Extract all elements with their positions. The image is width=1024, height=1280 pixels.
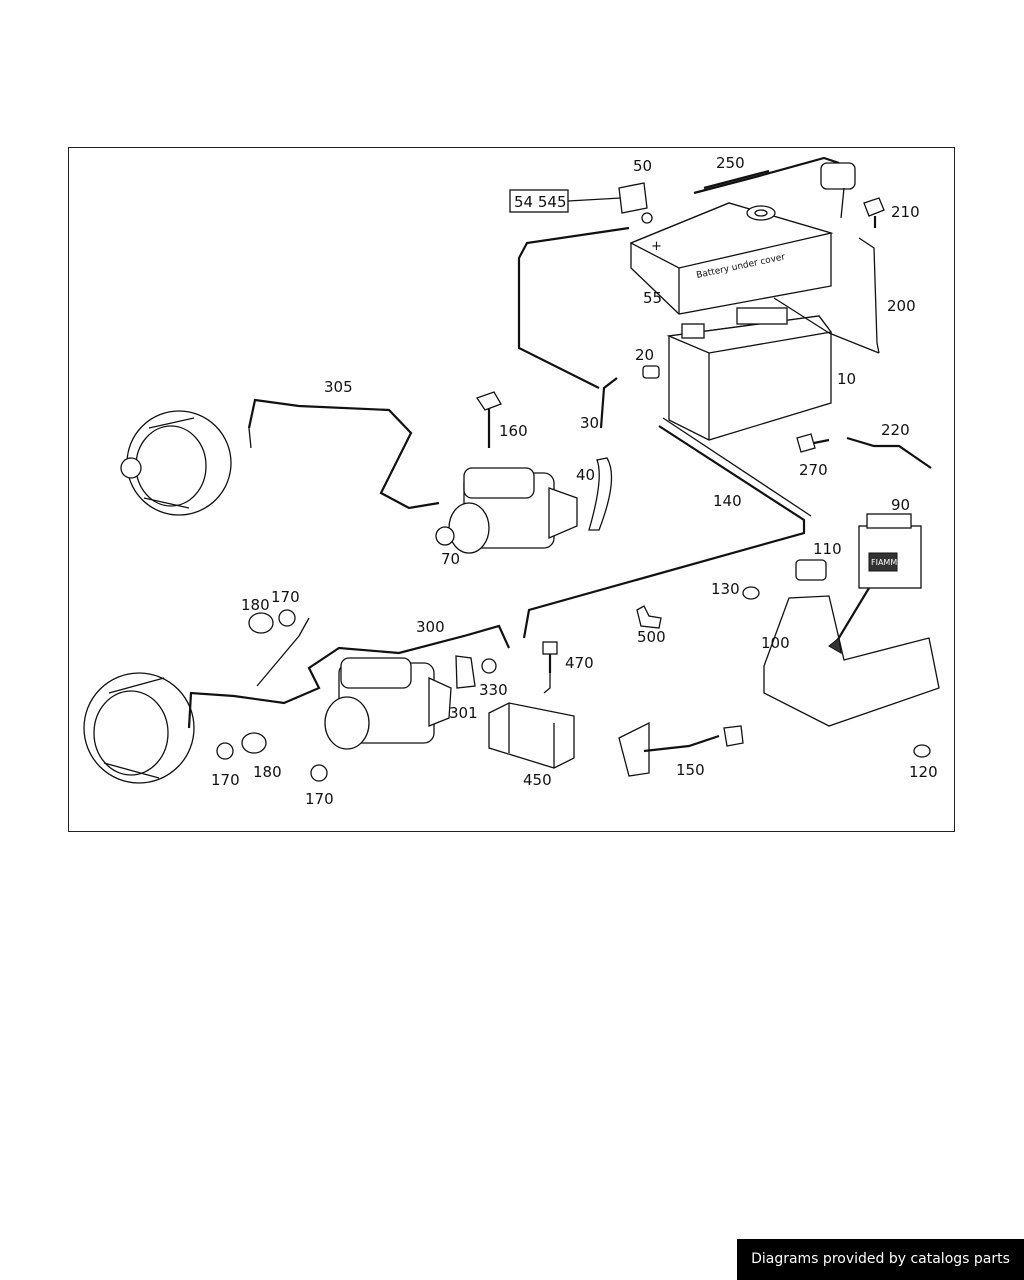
part-label: 55 xyxy=(643,289,662,307)
nut-170-bot xyxy=(216,742,234,760)
cable-140 xyxy=(522,425,806,639)
part-label: 180 xyxy=(241,596,270,614)
bracket-500 xyxy=(636,605,662,629)
part-label: 20 xyxy=(635,346,654,364)
part-label: 305 xyxy=(324,378,353,396)
part-label: 170 xyxy=(211,771,240,789)
part-label: 500 xyxy=(637,628,666,646)
part-label: 450 xyxy=(523,771,552,789)
aux-battery-brand: FIAMM xyxy=(871,558,897,567)
part-label: 200 xyxy=(887,297,916,315)
diagram-frame: Battery under cover + xyxy=(68,147,955,832)
part-label: 170 xyxy=(305,790,334,808)
nut-70 xyxy=(435,526,455,546)
part-label: 40 xyxy=(576,466,595,484)
main-battery xyxy=(666,297,880,441)
nut-120 xyxy=(913,744,931,758)
part-label: 70 xyxy=(441,550,460,568)
cable-300 xyxy=(187,624,511,729)
part-label: 220 xyxy=(881,421,910,439)
part-label: 50 xyxy=(633,157,652,175)
grommet-180-top xyxy=(248,612,274,634)
nut-170-low xyxy=(310,764,328,782)
ground-strap-220 xyxy=(846,436,932,469)
starter-lower xyxy=(324,657,452,750)
part-label: 330 xyxy=(479,681,508,699)
starter-upper xyxy=(448,467,578,554)
tray-450 xyxy=(488,702,575,769)
part-label: 100 xyxy=(761,634,790,652)
part-label: 10 xyxy=(837,370,856,388)
bracket-100 xyxy=(763,559,940,727)
cable-positive xyxy=(517,226,630,389)
part-label: 160 xyxy=(499,422,528,440)
part-label: 30 xyxy=(580,414,599,432)
alternator-lower xyxy=(83,672,195,784)
part-label: 90 xyxy=(891,496,910,514)
part-label: 170 xyxy=(271,588,300,606)
part-label: 270 xyxy=(799,461,828,479)
bracket-150 xyxy=(618,721,744,777)
cable-140-outline xyxy=(662,417,812,517)
stud-470 xyxy=(542,641,558,694)
part-label: 470 xyxy=(565,654,594,672)
terminal-cluster xyxy=(618,156,856,224)
parts-diagram: Battery under cover + xyxy=(83,154,940,808)
battery-cover: Battery under cover + xyxy=(629,202,834,315)
alternator-upper xyxy=(120,410,232,516)
part-label: 140 xyxy=(713,492,742,510)
part-label: 250 xyxy=(716,154,745,172)
cable-200 xyxy=(858,237,880,354)
part-label: 150 xyxy=(676,761,705,779)
aux-battery: FIAMM xyxy=(858,513,922,589)
vent-hose xyxy=(588,365,660,531)
bolt-210 xyxy=(863,197,885,228)
part-label: 120 xyxy=(909,763,938,781)
footer-banner: Diagrams provided by catalogs parts xyxy=(737,1239,1024,1280)
svg-text:+: + xyxy=(651,239,662,254)
footer-text: Diagrams provided by catalogs parts xyxy=(751,1251,1010,1267)
nut-130 xyxy=(742,586,760,600)
bolt-270 xyxy=(796,433,830,453)
nut-170-top xyxy=(278,609,296,627)
part-label: 300 xyxy=(416,618,445,636)
part-label: 130 xyxy=(711,580,740,598)
part-label: 210 xyxy=(891,203,920,221)
cable-305 xyxy=(247,398,440,510)
bolt-160 xyxy=(475,391,502,448)
grommet-180-bot xyxy=(241,732,267,754)
part-label: 180 xyxy=(253,763,282,781)
nut-330 xyxy=(481,658,497,674)
callout-box-label: 54 545 xyxy=(514,193,567,211)
part-label: 110 xyxy=(813,540,842,558)
part-label: 301 xyxy=(449,704,478,722)
clip-301 xyxy=(455,655,476,689)
